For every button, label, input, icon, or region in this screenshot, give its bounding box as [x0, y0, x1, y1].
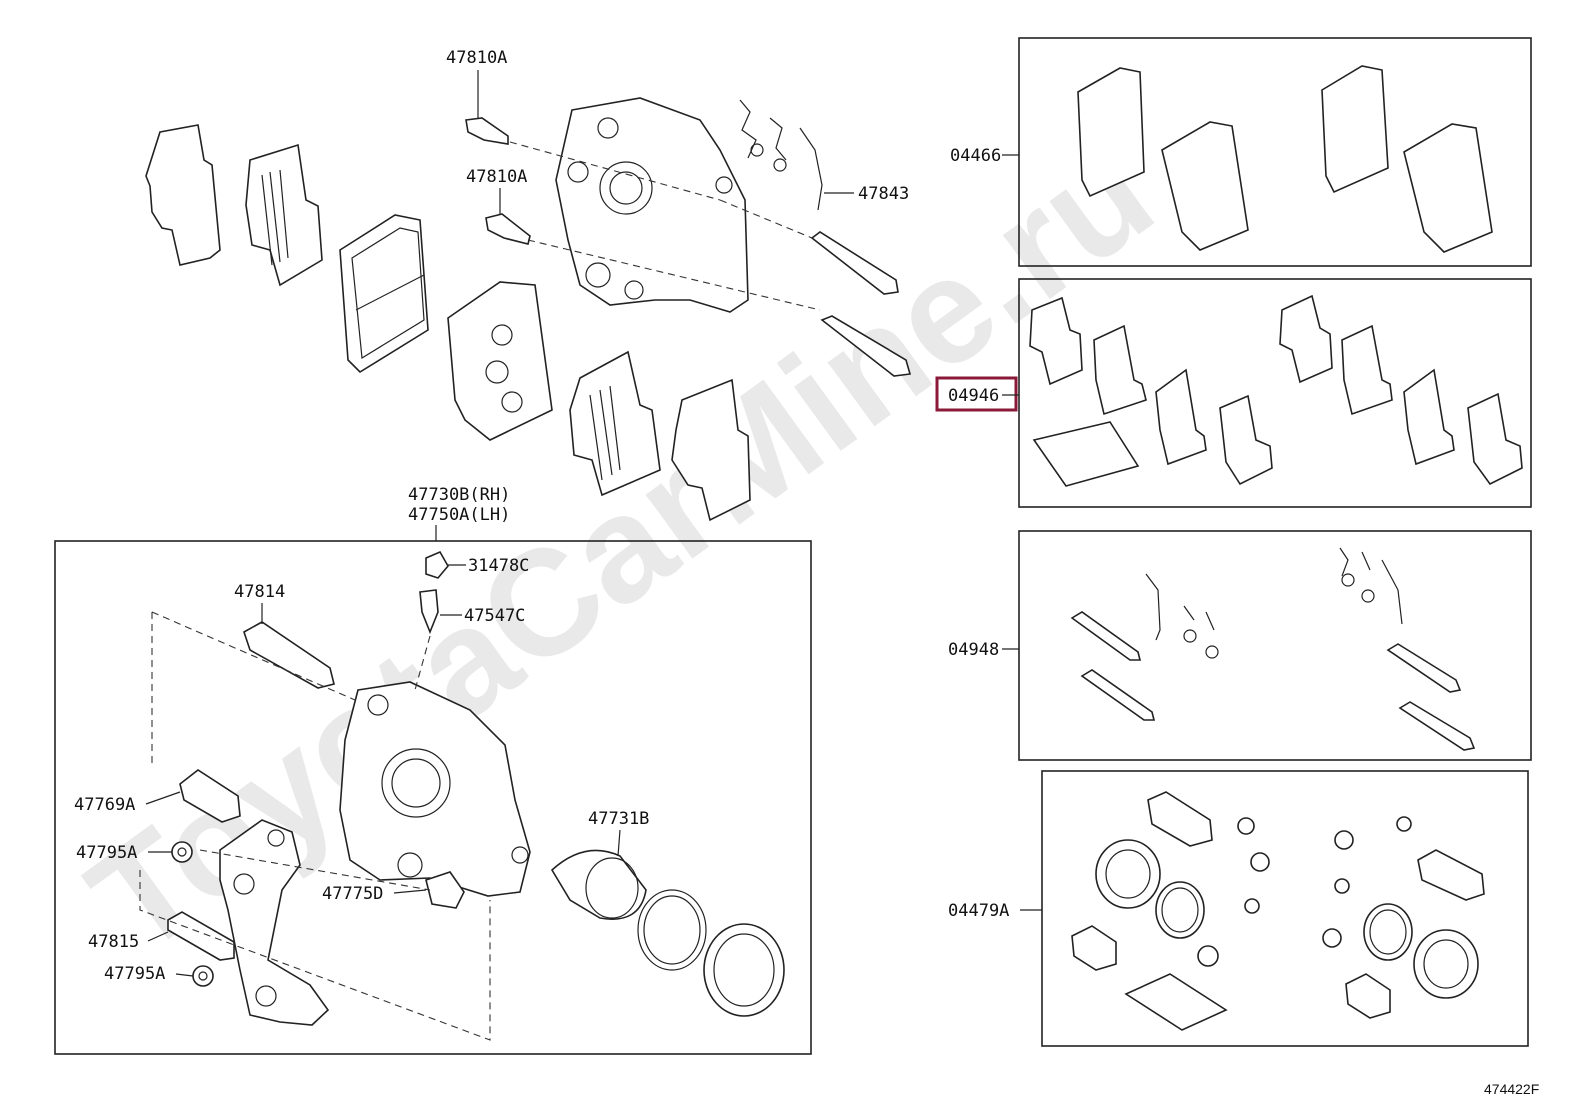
kit-box-04479a [1041, 770, 1529, 1047]
label-47810a-top: 47810A [446, 48, 507, 68]
kit-box-04466 [1018, 37, 1532, 267]
figure-id: 474422F [1484, 1081, 1539, 1097]
shim-outer-right [671, 378, 751, 522]
kit-04466-pads [1077, 65, 1493, 253]
label-47769a: 47769A [74, 795, 135, 815]
label-47795a-1: 47795A [76, 843, 137, 863]
caliper-assembly-box [54, 540, 812, 1055]
caliper-body [339, 681, 531, 897]
shim-outer-left [145, 124, 221, 266]
slide-pin-47815 [167, 911, 235, 961]
label-kit-04946[interactable]: 04946 [948, 386, 999, 406]
washer-47795a-1 [171, 841, 193, 863]
kit-box-04946 [1018, 278, 1532, 508]
guide-pin-lower [820, 315, 912, 377]
label-47750a: 47750A(LH) [408, 505, 510, 525]
label-kit-04466: 04466 [950, 146, 1001, 166]
brake-pad-outer [339, 214, 429, 374]
anti-rattle-spring-47843 [739, 99, 823, 211]
kit-04948-pins [1070, 547, 1476, 751]
piston-47731b [550, 849, 647, 920]
highlight-box-04946[interactable] [935, 376, 1018, 412]
label-47814: 47814 [234, 582, 285, 602]
boot-47769a [179, 769, 241, 823]
piston-seal [637, 889, 707, 971]
bleeder-plug-47547c [419, 589, 439, 635]
bush-47775d [425, 871, 465, 909]
label-kit-04948: 04948 [948, 640, 999, 660]
label-47815: 47815 [88, 932, 139, 952]
cylinder-boot [703, 923, 785, 1017]
kit-04946-shims [1029, 294, 1523, 487]
washer-47795a-2 [192, 965, 214, 987]
label-47843: 47843 [858, 184, 909, 204]
label-47731b: 47731B [588, 809, 649, 829]
label-47775d: 47775D [322, 884, 383, 904]
label-47547c: 47547C [464, 606, 525, 626]
upper-caliper-group [145, 97, 912, 522]
bleeder-cap-31478c [425, 550, 449, 579]
label-kit-04479a: 04479A [948, 901, 1009, 921]
label-47795a-2: 47795A [104, 964, 165, 984]
kit-04479a-seals [1071, 791, 1485, 1031]
label-47810a-mid: 47810A [466, 167, 527, 187]
label-47730b: 47730B(RH) [408, 485, 510, 505]
bolt-47810a-top [465, 117, 509, 145]
label-31478c: 31478C [468, 556, 529, 576]
kit-box-04948 [1018, 530, 1532, 761]
torque-plate [219, 819, 330, 1026]
lower-caliper-group [139, 550, 785, 1041]
slide-pin-47814 [243, 621, 335, 689]
guide-pin-upper [810, 231, 899, 295]
bolt-47810a-mid [485, 213, 531, 245]
caliper-bracket [555, 97, 749, 313]
